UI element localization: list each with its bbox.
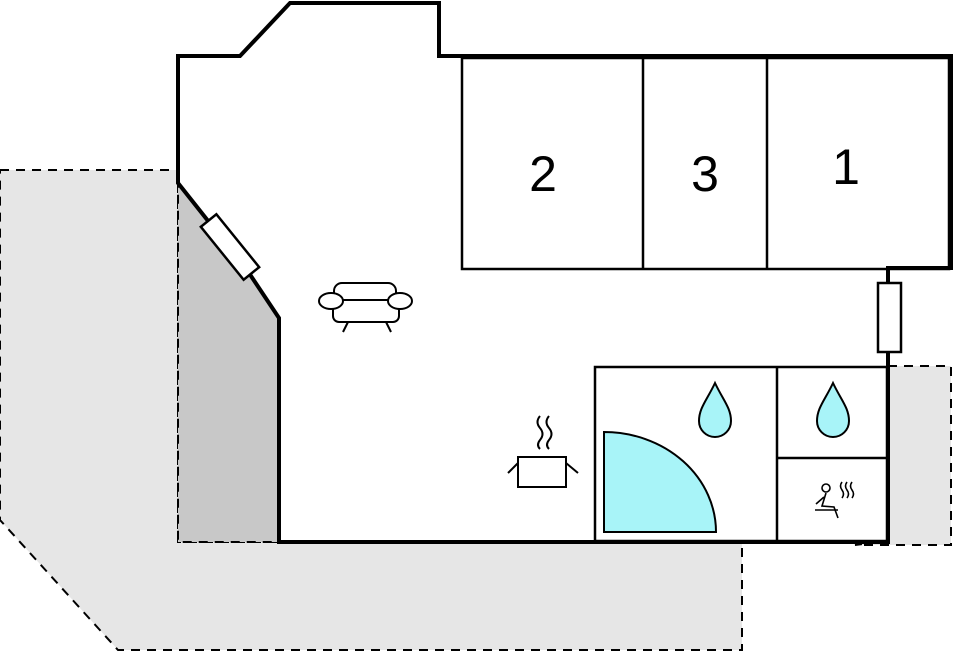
bedroom-block: [460, 56, 951, 271]
water-drop-icon: [815, 380, 851, 438]
window-east: [876, 281, 903, 354]
bathroom: [593, 365, 889, 543]
cooking-pot-icon: [507, 415, 579, 488]
sauna-icon: [815, 481, 855, 519]
wet-rooms: [593, 365, 889, 543]
bedrooms: 2 3 1: [460, 56, 951, 271]
room-number-2: 2: [529, 146, 557, 202]
armchair-icon: [318, 282, 413, 333]
room-number-1: 1: [832, 139, 860, 195]
window-west: [199, 212, 261, 282]
room-number-3: 3: [691, 146, 719, 202]
water-drop-icon: [697, 380, 733, 438]
terraces: [0, 169, 952, 651]
corner-bathtub-icon: [603, 430, 718, 533]
